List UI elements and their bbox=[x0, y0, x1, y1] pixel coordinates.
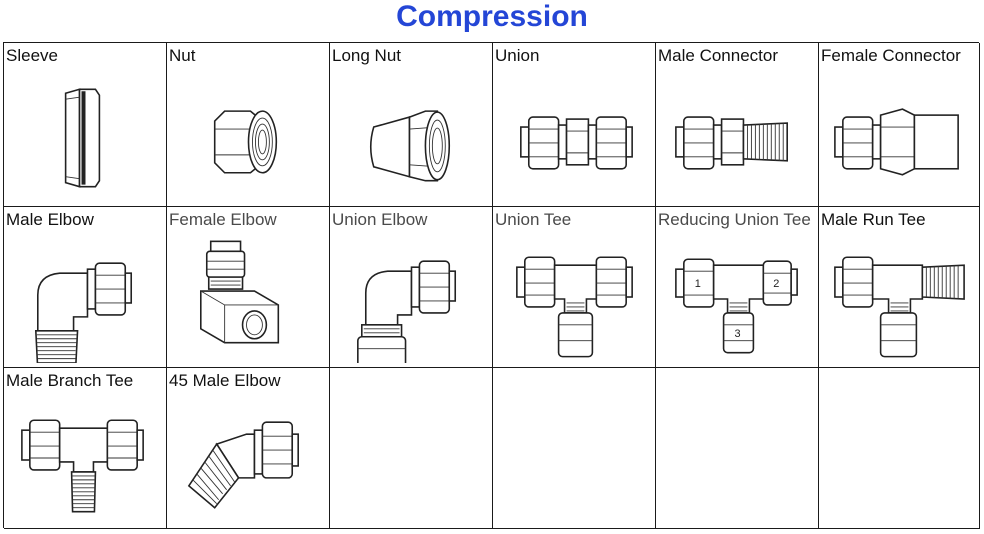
empty-cell bbox=[656, 368, 819, 529]
fitting-label: Nut bbox=[169, 46, 196, 65]
female-elbow-icon bbox=[199, 240, 280, 344]
empty-cell bbox=[819, 368, 980, 529]
45-male-elbow-icon bbox=[187, 421, 299, 509]
empty-cell bbox=[493, 368, 656, 529]
fitting-cell-nut: Nut bbox=[167, 43, 330, 207]
fitting-cell-45-male-elbow: 45 Male Elbow bbox=[167, 368, 330, 529]
fitting-cell-long-nut: Long Nut bbox=[330, 43, 493, 207]
fitting-cell-reducing-union-tee: Reducing Union Tee 1 2 3 bbox=[656, 207, 819, 368]
union-tee-icon bbox=[516, 256, 633, 358]
port-label-1: 1 bbox=[695, 278, 701, 290]
fitting-label: Male Connector bbox=[658, 46, 779, 65]
fitting-cell-male-connector: Male Connector bbox=[656, 43, 819, 207]
male-connector-icon bbox=[675, 116, 788, 170]
fitting-label: 45 Male Elbow bbox=[169, 371, 281, 390]
fitting-label: Union bbox=[495, 46, 540, 65]
fitting-label: Union Elbow bbox=[332, 210, 428, 229]
male-branch-tee-icon bbox=[21, 419, 144, 513]
male-elbow-icon bbox=[34, 262, 133, 363]
fitting-cell-union: Union bbox=[493, 43, 656, 207]
port-label-3: 3 bbox=[735, 328, 741, 340]
female-connector-icon bbox=[834, 108, 959, 176]
fitting-cell-female-connector: Female Connector bbox=[819, 43, 980, 207]
fitting-label: Union Tee bbox=[495, 210, 572, 229]
fitting-label: Long Nut bbox=[332, 46, 401, 65]
port-label-2: 2 bbox=[773, 278, 779, 290]
fitting-label: Male Branch Tee bbox=[6, 371, 134, 390]
fitting-label: Reducing Union Tee bbox=[658, 210, 811, 229]
fittings-table: Sleeve Nut Long Nut Union bbox=[3, 42, 980, 529]
fitting-cell-male-branch-tee: Male Branch Tee bbox=[4, 368, 167, 529]
fitting-label: Sleeve bbox=[6, 46, 58, 65]
sleeve-icon bbox=[64, 88, 101, 188]
nut-icon bbox=[213, 110, 278, 174]
reducing-union-tee-icon: 1 2 3 bbox=[675, 258, 798, 354]
fitting-cell-male-run-tee: Male Run Tee bbox=[819, 207, 980, 368]
long-nut-icon bbox=[369, 110, 451, 182]
fitting-cell-union-elbow: Union Elbow bbox=[330, 207, 493, 368]
empty-cell bbox=[330, 368, 493, 529]
fitting-cell-female-elbow: Female Elbow bbox=[167, 207, 330, 368]
fitting-label: Female Connector bbox=[821, 46, 961, 65]
fitting-cell-sleeve: Sleeve bbox=[4, 43, 167, 207]
male-run-tee-icon bbox=[834, 256, 965, 358]
page-title: Compression bbox=[396, 0, 588, 33]
union-icon bbox=[520, 116, 633, 170]
fitting-cell-male-elbow: Male Elbow bbox=[4, 207, 167, 368]
union-elbow-icon bbox=[357, 260, 457, 363]
fitting-label: Female Elbow bbox=[169, 210, 277, 229]
fitting-label: Male Run Tee bbox=[821, 210, 926, 229]
fitting-cell-union-tee: Union Tee bbox=[493, 207, 656, 368]
fitting-label: Male Elbow bbox=[6, 210, 94, 229]
